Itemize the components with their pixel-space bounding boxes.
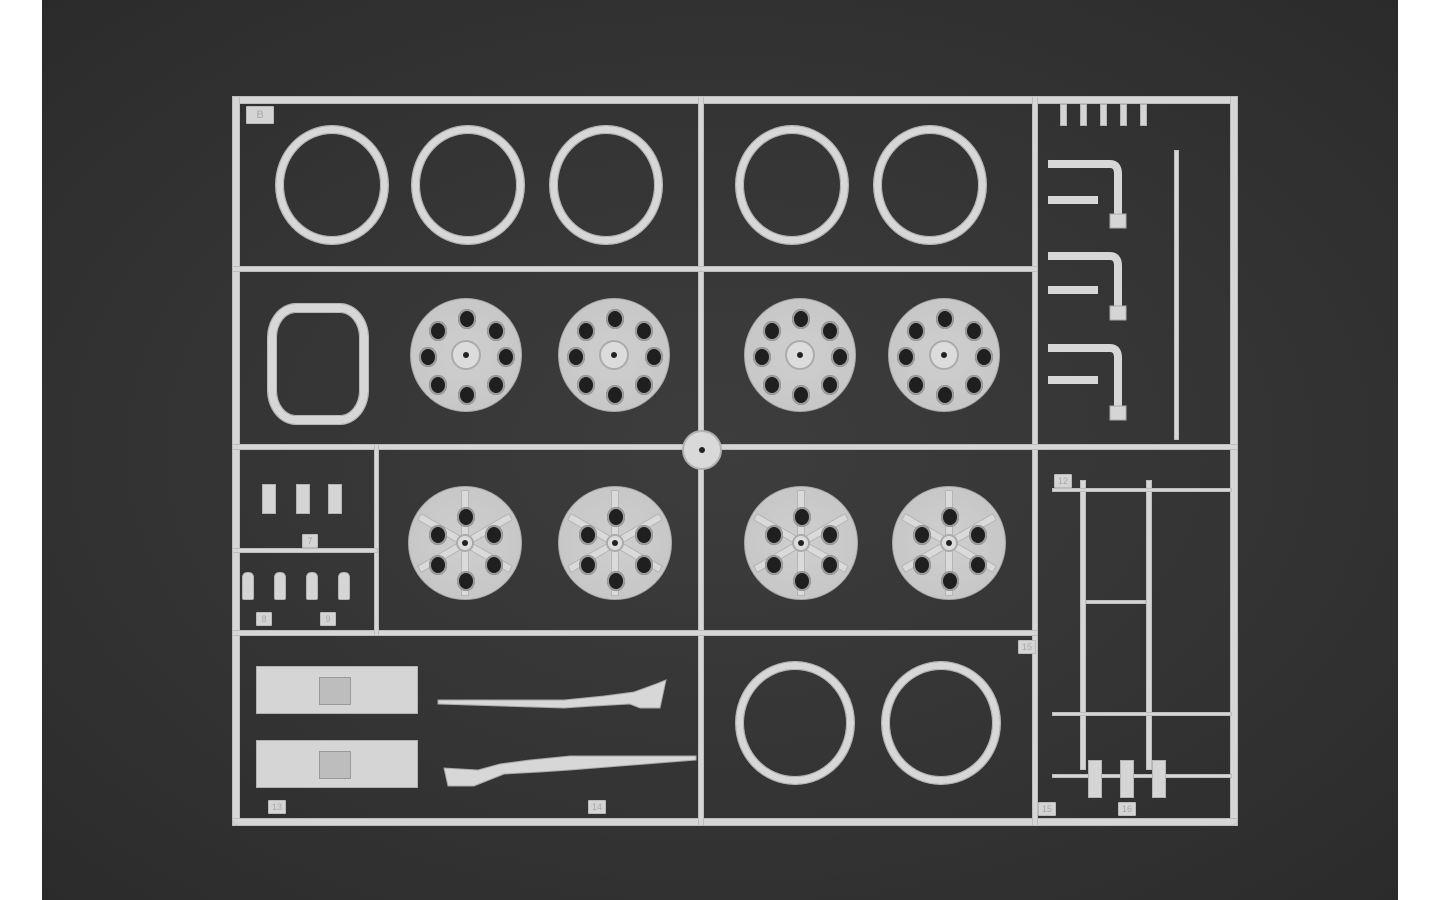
hook-part (274, 572, 286, 600)
spoked-wheel-part (558, 486, 672, 600)
sprue-row-2 (232, 444, 1238, 450)
tire-ring-part (412, 126, 524, 244)
holed-wheel-part (744, 298, 856, 412)
clip-part (1120, 760, 1134, 798)
holed-wheel-part (410, 298, 522, 412)
small-bracket-part (296, 484, 310, 514)
sprue-left-sub-vertical (374, 444, 379, 636)
part-tag: 15 (1018, 640, 1036, 654)
sprue-row-1 (232, 266, 1038, 272)
sprue-row-3 (232, 630, 1038, 636)
holed-wheel-part (888, 298, 1000, 412)
pin-part (1100, 104, 1107, 126)
part-tag: 8 (256, 612, 272, 626)
ladder-rung (1052, 712, 1232, 716)
part-tag: 15 (1038, 802, 1056, 816)
sprue-left-sub-row (232, 548, 378, 553)
sprue-frame-top (232, 96, 1238, 104)
clip-part (1152, 760, 1166, 798)
spoked-wheel-part (892, 486, 1006, 600)
tire-ring-part (276, 126, 388, 244)
ladder-rung (1052, 488, 1232, 492)
ladder-rail-part (1146, 480, 1152, 770)
sprue-letter-tag: B (246, 106, 274, 124)
octagonal-ring-part (268, 304, 368, 424)
pin-part (1140, 104, 1147, 126)
rifle-part (443, 755, 697, 787)
tire-ring-part (882, 662, 1000, 784)
tire-ring-part (736, 662, 854, 784)
part-tag: 7 (302, 534, 318, 548)
sprue-frame-bottom (232, 818, 1238, 826)
ammo-box-part (256, 666, 418, 714)
part-tag: 13 (268, 800, 286, 814)
holed-wheel-part (558, 298, 670, 412)
small-bracket-part (328, 484, 342, 514)
pin-part (1120, 104, 1127, 126)
spoked-wheel-part (408, 486, 522, 600)
ladder-rung (1052, 774, 1232, 778)
pipe-fittings-part (1048, 160, 1127, 421)
thin-rod-part (1174, 150, 1179, 440)
sprue-right-vertical (1032, 96, 1038, 826)
tire-ring-part (550, 126, 662, 244)
part-tag: 12 (1054, 474, 1072, 488)
hook-part (242, 572, 254, 600)
part-tag: 16 (1118, 802, 1136, 816)
rifle-part (437, 679, 667, 709)
part-tag: 9 (320, 612, 336, 626)
sprue-photo: B 7 8 9 12 13 14 15 15 16 (42, 0, 1398, 900)
hook-part (338, 572, 350, 600)
sprue-frame-right (1230, 96, 1238, 826)
tire-ring-part (736, 126, 848, 244)
hook-part (306, 572, 318, 600)
spoked-wheel-part (744, 486, 858, 600)
pin-part (1080, 104, 1087, 126)
sprue-center-hub (682, 430, 722, 470)
pin-part (1060, 104, 1067, 126)
tire-ring-part (874, 126, 986, 244)
clip-part (1088, 760, 1102, 798)
ladder-rung (1086, 600, 1146, 604)
part-tag: 14 (588, 800, 606, 814)
ammo-box-part (256, 740, 418, 788)
sprue-frame-left (232, 96, 240, 826)
ladder-rail-part (1080, 480, 1086, 770)
small-bracket-part (262, 484, 276, 514)
